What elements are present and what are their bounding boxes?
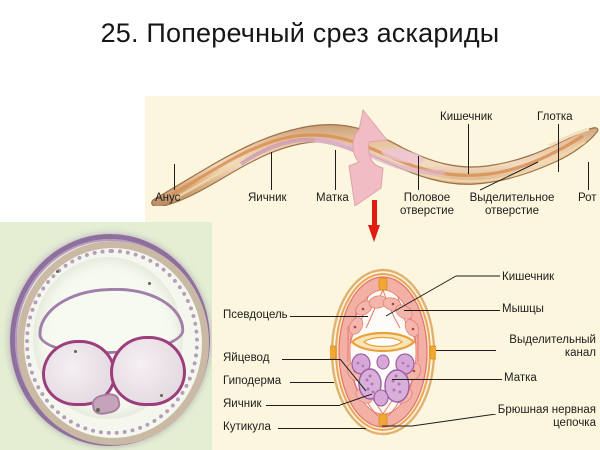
leader-cuticle [278, 428, 366, 429]
worm-uterus [314, 137, 446, 175]
micrograph-speck [160, 394, 163, 397]
cross-section-drawing [330, 268, 436, 436]
leader-ovary [271, 152, 272, 190]
label-genital-pore: Половое отверстие [399, 192, 455, 217]
oviduct-center [376, 354, 390, 370]
label-hypodermis: Гиподерма [223, 375, 282, 387]
ovary-center [373, 389, 389, 407]
label-ovary-cross: Яичник [223, 398, 262, 410]
intestine-lumen [362, 336, 404, 348]
leader-mouth [588, 162, 589, 190]
leader-pharynx [558, 124, 559, 172]
label-muscles: Мышцы [502, 303, 544, 315]
leader-uterus-cross [392, 379, 502, 380]
leader-anus [174, 164, 175, 190]
cross-section-svg [330, 268, 436, 436]
leader-muscles [404, 310, 500, 311]
leader-oviduct [282, 359, 340, 360]
leader-ventral-nerve [382, 414, 497, 427]
label-ovary: Яичник [248, 192, 287, 204]
excretory-canal-left [330, 345, 337, 360]
leader-excretory-pore [480, 161, 539, 191]
dorsal-nerve-cord [378, 277, 388, 291]
arrow-shaft [372, 200, 377, 227]
leader-intestine-cross [385, 275, 500, 317]
longitudinal-diagram [145, 96, 600, 206]
label-ventral-nerve-cord: Брюшная нервная цепочка [497, 404, 596, 429]
label-uterus-cross: Матка [504, 372, 537, 384]
label-oviduct: Яйцевод [223, 352, 270, 364]
worm-pharynx [548, 127, 590, 148]
micrograph-speck [96, 408, 100, 412]
micrograph-speck [148, 282, 151, 285]
page-title: 25. Поперечный срез аскариды [100, 18, 500, 48]
leader-hypodermis [290, 382, 334, 383]
label-pharynx: Глотка [537, 111, 573, 123]
label-pseudocoel: Псевдоцель [223, 309, 288, 321]
leader-genital-pore [418, 156, 419, 190]
egg-dots [356, 361, 410, 394]
worm-uterus-sac [381, 148, 425, 164]
leader-oviduct-hook [340, 359, 367, 392]
leader-uterus [335, 150, 336, 190]
leader-ovary-cross [266, 405, 340, 406]
leader-ovary-hook [340, 394, 373, 406]
label-cuticle: Кутикула [223, 421, 271, 433]
label-mouth: Рот [578, 192, 597, 204]
label-excretory-canal: Выделительный канал [509, 334, 596, 359]
down-arrow [368, 200, 381, 242]
micrograph-speck [56, 270, 59, 273]
uterus-left [358, 368, 382, 400]
arrow-head [368, 225, 380, 242]
label-intestine-cross: Кишечник [502, 271, 555, 283]
label-intestine-long: Кишечник [440, 111, 493, 123]
micrograph-speck [74, 350, 77, 353]
leader-intestine-long [468, 124, 469, 174]
excretory-canal-right [429, 345, 436, 360]
uterus-right [384, 369, 410, 403]
photomicrograph [0, 222, 212, 450]
worm-drawing [151, 108, 599, 206]
leader-pseudocoel [290, 316, 368, 317]
micrograph-gonad-right [110, 336, 186, 406]
label-anus: Анус [155, 192, 181, 204]
label-excretory-pore: Выделительное отверстие [469, 192, 555, 217]
label-uterus: Матка [316, 192, 349, 204]
leader-excretory-canal [436, 350, 496, 351]
cutting-plane-marker [348, 108, 388, 206]
